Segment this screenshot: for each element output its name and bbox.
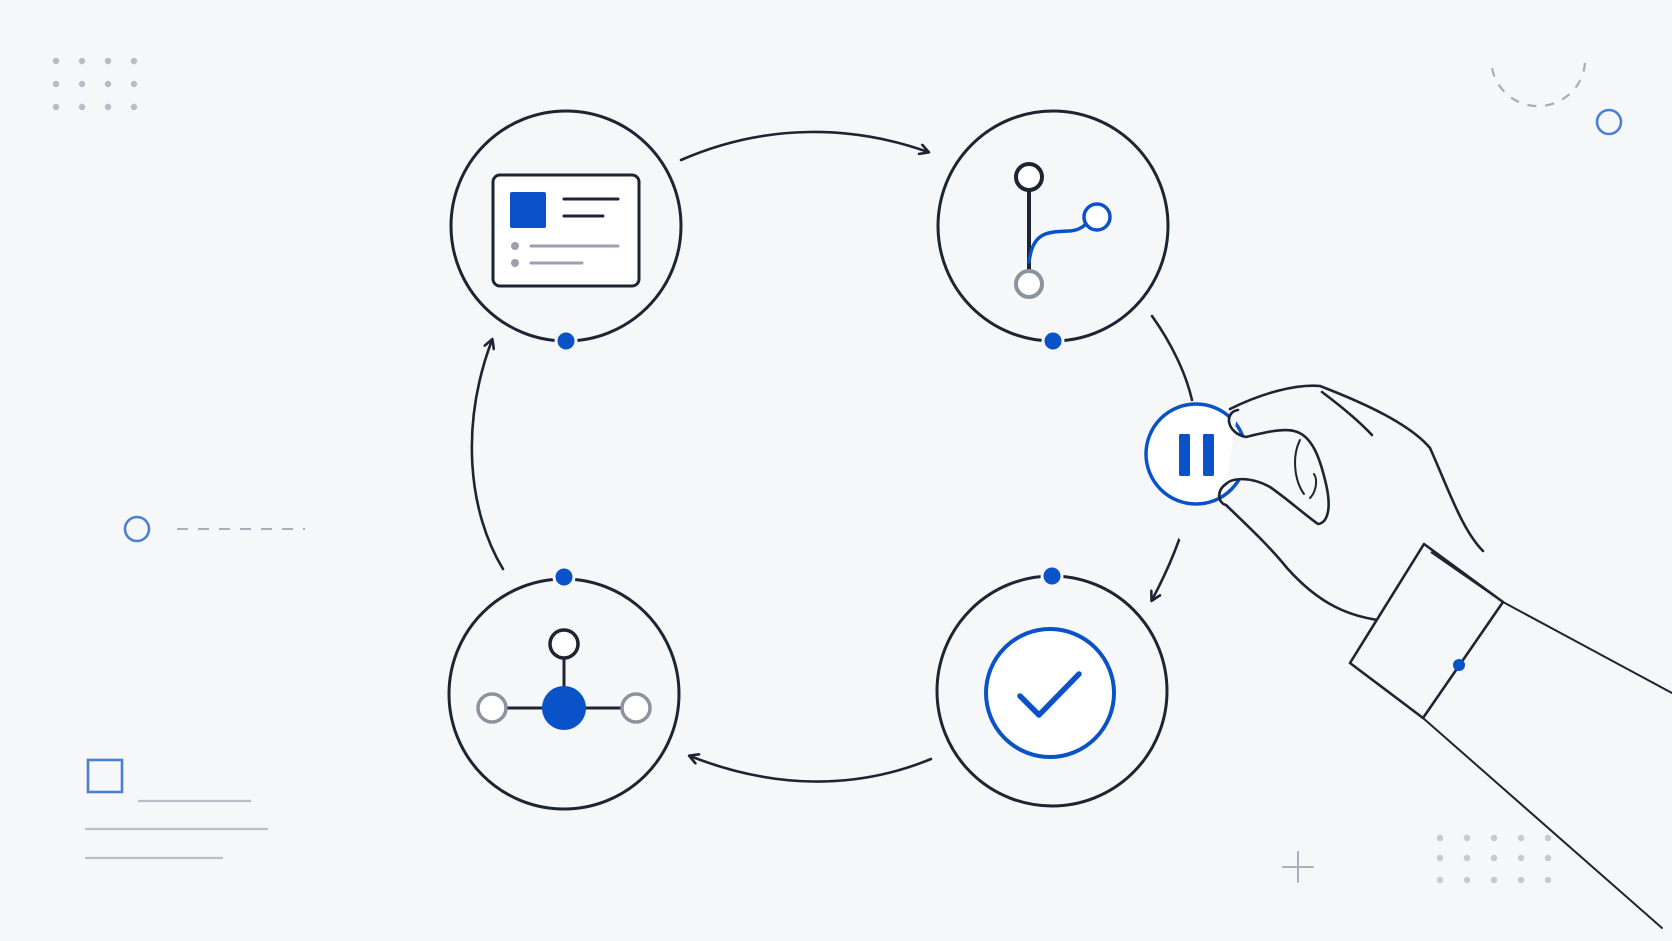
small-ring-decoration-top-right bbox=[1595, 108, 1623, 136]
text-lines-decoration-bottom-left bbox=[85, 758, 268, 860]
node-connector-dot bbox=[1041, 329, 1065, 353]
plus-icon bbox=[1282, 851, 1314, 883]
cuff-button bbox=[1453, 659, 1465, 671]
network-hub-icon bbox=[476, 628, 652, 730]
arrow-card-to-branch bbox=[679, 130, 928, 162]
pause-button[interactable] bbox=[1144, 402, 1248, 506]
node-connector-dot bbox=[1040, 564, 1064, 588]
dashed-line-decoration-left bbox=[123, 515, 305, 543]
dot-grid-bottom-right bbox=[1436, 834, 1552, 884]
pause-icon bbox=[1179, 434, 1214, 476]
node-profile-card bbox=[449, 109, 683, 353]
arrow-branch-to-pause bbox=[1150, 314, 1194, 402]
arrow-check-to-network bbox=[690, 756, 933, 783]
square-outline-decoration bbox=[86, 758, 124, 794]
node-connector-dot bbox=[552, 565, 576, 589]
node-network-hub bbox=[447, 565, 681, 811]
git-branch-icon bbox=[1014, 162, 1112, 299]
shirt-sleeve bbox=[1348, 542, 1672, 929]
small-ring-decoration-left bbox=[123, 515, 151, 543]
arrow-network-to-card bbox=[470, 340, 505, 571]
hand-fingers bbox=[1217, 390, 1434, 646]
profile-card-icon bbox=[491, 173, 641, 288]
check-circle-icon bbox=[984, 627, 1116, 759]
node-connector-dot bbox=[554, 329, 578, 353]
node-git-branch bbox=[936, 109, 1170, 353]
dashed-arc-decoration bbox=[1490, 62, 1587, 108]
node-check bbox=[935, 564, 1169, 808]
dot-grid-top-left bbox=[52, 57, 138, 111]
